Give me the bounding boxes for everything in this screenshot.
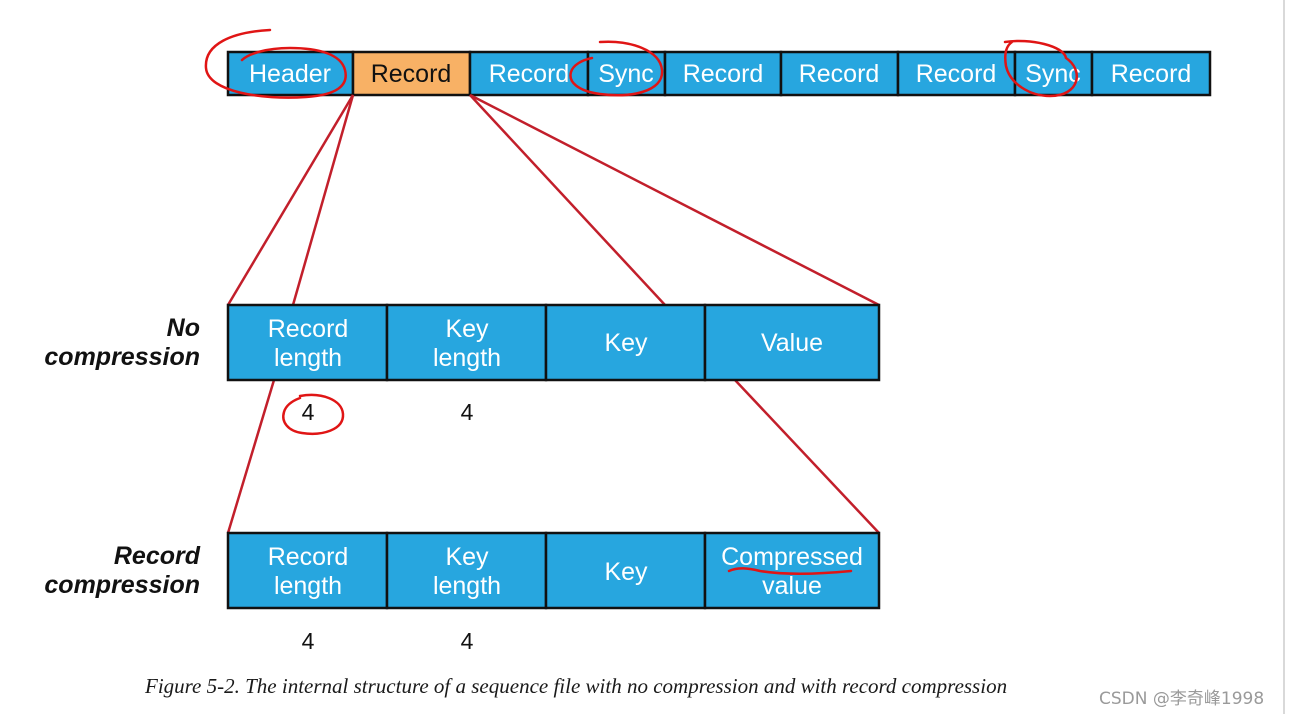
no-compression-label-line2: compression (44, 343, 200, 371)
compressed-value-label-line2: value (762, 572, 822, 600)
no-compression-label: No compression (10, 314, 200, 372)
compressed-value-label-line1: Compressed (721, 543, 863, 571)
connector-line (469, 93, 880, 307)
record-cell (468, 50, 590, 97)
key-length-cell (385, 531, 548, 610)
record-label: Record (916, 60, 997, 88)
key-length-cell (385, 303, 548, 382)
key-length-label-line1: Key (445, 543, 489, 571)
key-label: Key (604, 329, 648, 357)
header-cell (226, 50, 355, 97)
value-label: Value (761, 329, 823, 357)
record-length-cell (226, 531, 389, 610)
record-length-label-line2: length (274, 572, 342, 600)
record-cell (779, 50, 900, 97)
record-length-bytes: 4 (302, 399, 315, 425)
connector-line (226, 379, 276, 534)
record-length-cell (226, 303, 389, 382)
record-label: Record (683, 60, 764, 88)
figure-caption: Figure 5-2. The internal structure of a … (145, 674, 1008, 698)
record-length-circle-annotation (282, 393, 345, 435)
record-length-label-line1: Record (268, 543, 349, 571)
header-label: Header (249, 60, 331, 88)
handwritten-annotations (204, 28, 1078, 575)
record-compression-label-line2: compression (44, 571, 200, 599)
header-circle-annotation (204, 28, 347, 99)
record-length-label-line2: length (274, 344, 342, 372)
zoom-connectors (226, 93, 880, 534)
connector-line (734, 379, 880, 534)
key-length-label-line2: length (433, 344, 501, 372)
key-label: Key (604, 558, 648, 586)
key-length-bytes: 4 (461, 628, 474, 654)
value-cell (703, 303, 881, 382)
record-length-label-line1: Record (268, 315, 349, 343)
record-label: Record (1111, 60, 1192, 88)
sequence-file-row: Header Record Record Sync Record Record … (226, 50, 1212, 97)
record-compression-row: Record length Key length Key Compressed … (226, 531, 881, 654)
record-label-highlighted: Record (371, 60, 452, 88)
record-label: Record (799, 60, 880, 88)
record-label: Record (489, 60, 570, 88)
sync-circle-annotation (569, 40, 664, 97)
record-cell (896, 50, 1017, 97)
connector-line (469, 94, 666, 306)
record-cell (1090, 50, 1212, 97)
record-compression-label-line1: Record (113, 542, 200, 570)
page-edge-divider (1283, 0, 1285, 714)
csdn-watermark: CSDN @李奇峰1998 (1099, 689, 1265, 709)
no-compression-row: Record length Key length Key Value 4 4 (226, 303, 881, 425)
key-length-label-line1: Key (445, 315, 489, 343)
key-length-label-line2: length (433, 572, 501, 600)
record-compression-label: Record compression (10, 542, 200, 600)
key-length-bytes: 4 (461, 399, 474, 425)
compressed-underline-annotation (727, 567, 853, 575)
connector-line (226, 94, 355, 306)
connector-line (291, 94, 355, 306)
record-cell (663, 50, 783, 97)
no-compression-label-line1: No (166, 314, 200, 342)
key-cell (544, 531, 707, 610)
sync-label: Sync (598, 60, 654, 88)
record-length-bytes: 4 (302, 628, 315, 654)
sync-circle-annotation (1003, 39, 1078, 98)
